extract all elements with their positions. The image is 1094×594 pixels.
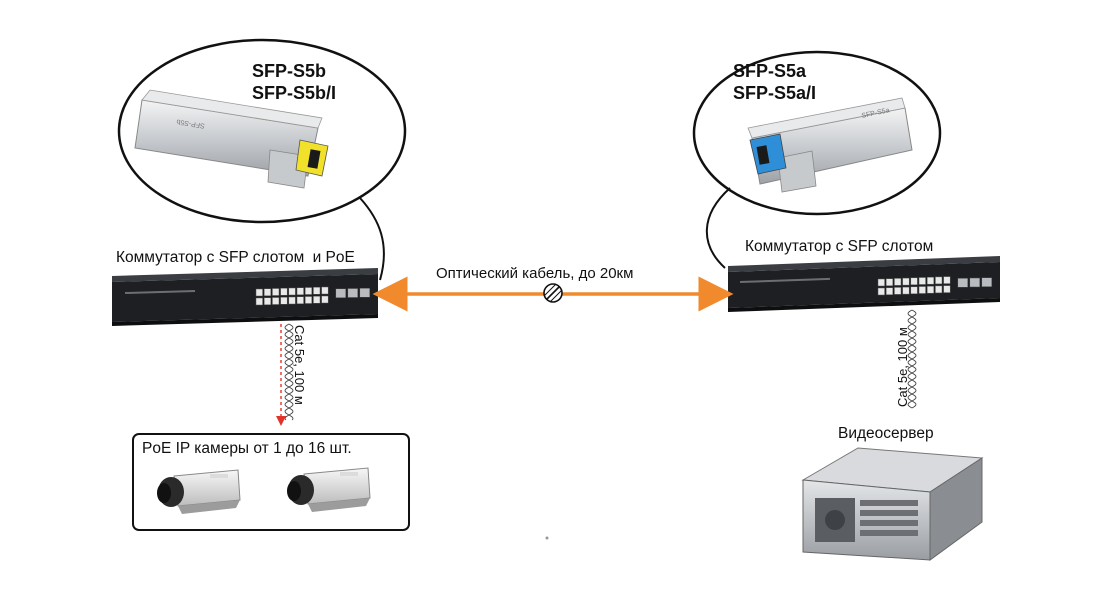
switch-port <box>255 288 263 297</box>
switch-port <box>877 278 885 287</box>
cameras-label-part: PoE <box>142 440 172 457</box>
switch-port <box>877 287 885 296</box>
right-twisted-cable <box>907 309 917 409</box>
switch-port <box>902 286 910 295</box>
switch-port <box>894 287 902 295</box>
switch-port <box>943 276 951 284</box>
switch-port <box>885 278 894 286</box>
switch-port <box>304 296 313 304</box>
cable-strand <box>284 323 294 421</box>
server-label: Видеосервер <box>838 425 934 442</box>
uplink-port <box>335 288 347 298</box>
left-twisted-cable <box>284 323 294 421</box>
switch-port <box>902 277 910 286</box>
switch-port <box>255 297 263 306</box>
cable-strand <box>284 323 294 421</box>
sfp-module-right: SFP-S5a <box>747 97 913 193</box>
cameras-label-part: IP камеры от 1 до 16 шт. <box>175 440 352 457</box>
video-server-icon <box>801 447 984 561</box>
switch-port <box>918 277 926 285</box>
cable-strand <box>907 309 917 409</box>
right-cable-label: Cat 5e, 100 м <box>895 327 910 407</box>
switch-port <box>280 297 288 305</box>
switch-port <box>935 285 943 294</box>
switch-port <box>943 285 951 293</box>
left-switch-label-part: Коммутатор с SFP <box>116 249 249 266</box>
uplink-port <box>969 277 981 288</box>
switch-port <box>272 297 280 305</box>
fiber-coupler-icon <box>543 283 563 303</box>
switch-port <box>894 278 902 286</box>
poe-arrow-head <box>276 416 286 426</box>
switch-port <box>313 296 321 304</box>
switch-port <box>926 285 935 294</box>
switch-port <box>263 297 272 305</box>
right-connector <box>749 133 787 175</box>
switch-left <box>112 268 378 326</box>
right-module-outline <box>692 50 942 216</box>
switch-port <box>935 276 943 285</box>
switch-port <box>288 296 296 305</box>
left-module-name: SFP-S5b <box>252 61 327 81</box>
left-cable-label: Cat 5e, 100 м <box>292 325 307 405</box>
switch-port <box>885 287 894 295</box>
left-switch-label-part: слотом <box>252 249 305 266</box>
switch-port <box>288 287 296 296</box>
switch-port <box>304 287 313 295</box>
switch-port <box>272 288 280 296</box>
left-switch-label: Коммутатор с SFP слотом и PoE <box>116 249 355 267</box>
fiber-label: Оптический кабель, до 20км <box>436 265 634 282</box>
switch-port <box>321 295 329 304</box>
switch-port <box>321 286 329 295</box>
left-switch-ports <box>255 286 371 306</box>
right-switch-label: Коммутатор с SFP слотом <box>745 238 934 255</box>
switch-port <box>263 288 272 296</box>
switch-port <box>910 286 918 295</box>
sfp-module-left: SFP-S5b <box>134 89 329 189</box>
switch-port <box>313 287 321 295</box>
switch-port <box>296 287 304 295</box>
uplink-port <box>981 277 993 287</box>
right-module-name: SFP-S5a <box>733 61 807 81</box>
switch-port <box>926 276 935 285</box>
right-module-link <box>705 187 731 269</box>
right-module-label: SFP-S5a SFP-S5a/I <box>733 60 816 104</box>
module-print: SFP-S5b <box>176 118 205 129</box>
uplink-port <box>957 278 969 288</box>
uplink-port <box>359 288 371 298</box>
ip-camera <box>157 469 241 514</box>
cameras-label: PoE IP камеры от 1 до 16 шт. <box>142 440 352 458</box>
switch-port <box>918 286 926 294</box>
uplink-port <box>347 288 359 298</box>
ip-camera <box>287 467 371 512</box>
left-module-outline <box>117 38 407 224</box>
switch-port <box>280 288 288 296</box>
switch-port <box>296 296 304 304</box>
left-switch-label-part: и PoE <box>312 249 355 266</box>
left-module-name-alt: SFP-S5b/I <box>252 83 337 103</box>
left-module-label: SFP-S5b SFP-S5b/I <box>252 60 336 104</box>
switch-port <box>910 277 918 286</box>
right-switch-ports <box>877 276 993 296</box>
left-module-link <box>359 197 385 281</box>
switch-right <box>728 256 1000 312</box>
right-module-name-alt: SFP-S5a/I <box>733 83 817 103</box>
